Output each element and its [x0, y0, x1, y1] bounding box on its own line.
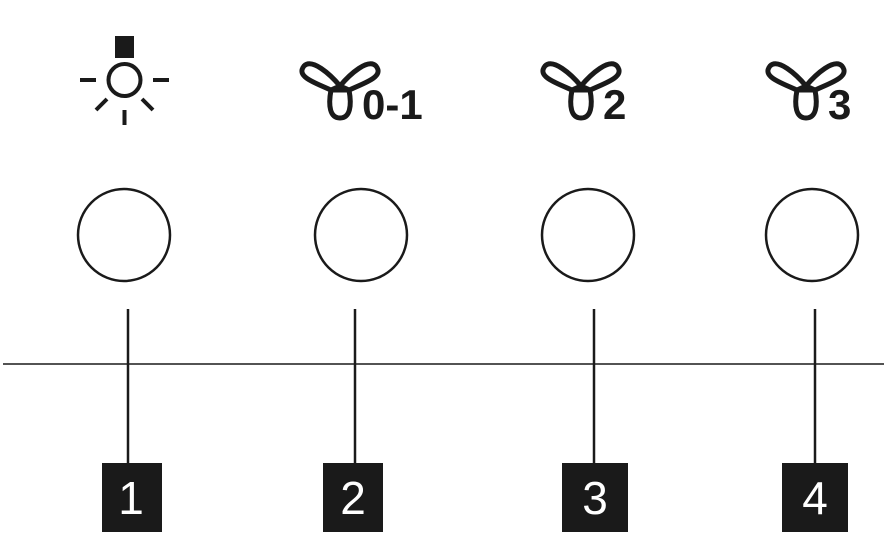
fan-speed-1-button[interactable] — [313, 187, 409, 283]
light-bulb-icon — [80, 36, 169, 125]
fan-icon — [299, 61, 381, 121]
callout-number-2: 2 — [340, 472, 366, 524]
fan-speed-label: 2 — [603, 81, 626, 128]
fan-speed-label: 0-1 — [362, 81, 423, 128]
callout-box-4 — [782, 463, 848, 532]
light-button[interactable] — [76, 187, 172, 283]
fan-speed-3-button[interactable] — [764, 187, 860, 283]
fan-speed-2-control: 2 3 — [540, 61, 636, 532]
fan-icon — [765, 61, 847, 121]
callout-box-3 — [562, 463, 628, 532]
fan-icon — [540, 61, 622, 121]
fan-speed-3-control: 3 4 — [764, 61, 860, 532]
callout-box-1 — [102, 463, 162, 532]
fan-speed-1-control: 0-1 2 — [299, 61, 423, 532]
callout-number-1: 1 — [118, 472, 144, 524]
light-control: 1 — [76, 36, 172, 532]
callout-number-3: 3 — [582, 472, 608, 524]
fan-speed-2-button[interactable] — [540, 187, 636, 283]
callout-number-4: 4 — [802, 472, 828, 524]
callout-box-2 — [323, 463, 383, 532]
fan-speed-label: 3 — [828, 81, 851, 128]
